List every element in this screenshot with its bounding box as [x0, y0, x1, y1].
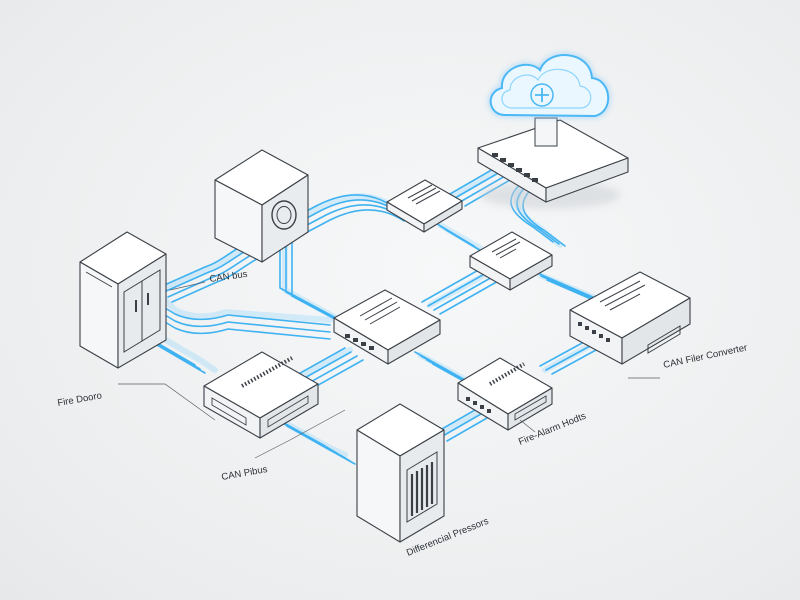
hub-ports: [492, 153, 538, 182]
pressors-cabinet-device[interactable]: [356, 403, 445, 543]
cable-center-to-midright: [421, 267, 501, 315]
cable-bottomleft-to-pressors: [274, 417, 356, 465]
label-can-filter-converter: CAN Filer Converter: [662, 342, 748, 371]
cabinet-icon: [85, 269, 161, 353]
label-can-bus-top: CAN bus: [209, 269, 248, 285]
cable-midright-to-converter: [534, 271, 608, 307]
switch-top[interactable]: [386, 179, 463, 233]
rack-device-fire-doors[interactable]: [79, 231, 167, 369]
can-filter-converter-device[interactable]: [569, 271, 691, 365]
ring-box-device[interactable]: [214, 149, 309, 263]
ring-icon: [271, 200, 297, 230]
firealarm-ports: [466, 397, 491, 413]
vent-icon: [241, 356, 293, 388]
leader-lines: [118, 281, 660, 459]
converter-ports: [578, 322, 610, 342]
switch-center[interactable]: [333, 289, 441, 365]
cable-center-to-bottomleft: [294, 347, 364, 389]
label-fire-doors: Fire Dooro: [57, 390, 103, 409]
grille-icon: [406, 451, 438, 523]
center-ports: [345, 334, 374, 350]
cloud-icon: [489, 54, 610, 118]
plus-icon: [530, 83, 554, 107]
cloud-hub[interactable]: [477, 54, 629, 209]
label-can-bus-bottom: CAN Pibus: [221, 464, 269, 483]
cable-box-to-center-switch: [279, 231, 349, 327]
cable-top-to-midright: [433, 221, 487, 255]
switch-midright[interactable]: [469, 231, 553, 291]
switch-fire-alarm[interactable]: [457, 357, 553, 431]
cable-rack-to-center-switch: [159, 297, 333, 340]
cable-switch-top-to-cabinet: [157, 193, 405, 303]
cable-firealarm-to-pressors: [434, 409, 488, 442]
switch-bottomleft[interactable]: [203, 351, 319, 439]
